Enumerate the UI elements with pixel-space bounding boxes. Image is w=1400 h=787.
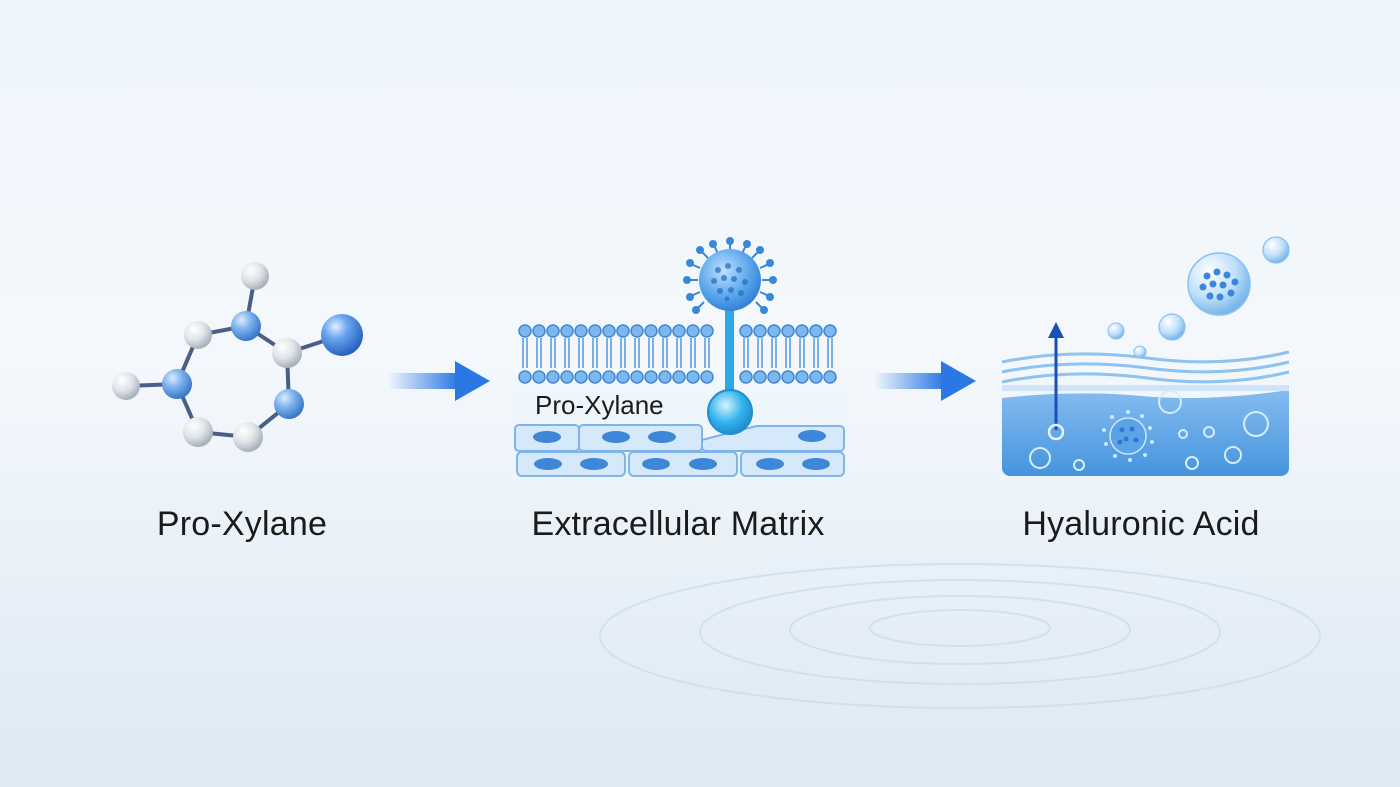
water-layer-icon — [1001, 322, 1290, 476]
arrow-right-icon-2 — [874, 361, 976, 401]
bubble-icon — [1107, 236, 1290, 359]
cell-membrane-icon — [514, 237, 845, 477]
step-label-extracellular-matrix: Extracellular Matrix — [531, 505, 825, 543]
step-label-hyaluronic-acid: Hyaluronic Acid — [1022, 505, 1260, 543]
molecule-icon — [112, 262, 363, 452]
step-label-pro-xylane: Pro-Xylane — [156, 505, 328, 543]
background-ripples — [599, 563, 1321, 709]
arrow-right-icon — [388, 361, 490, 401]
matrix-inline-label: Pro-Xylane — [535, 390, 664, 420]
